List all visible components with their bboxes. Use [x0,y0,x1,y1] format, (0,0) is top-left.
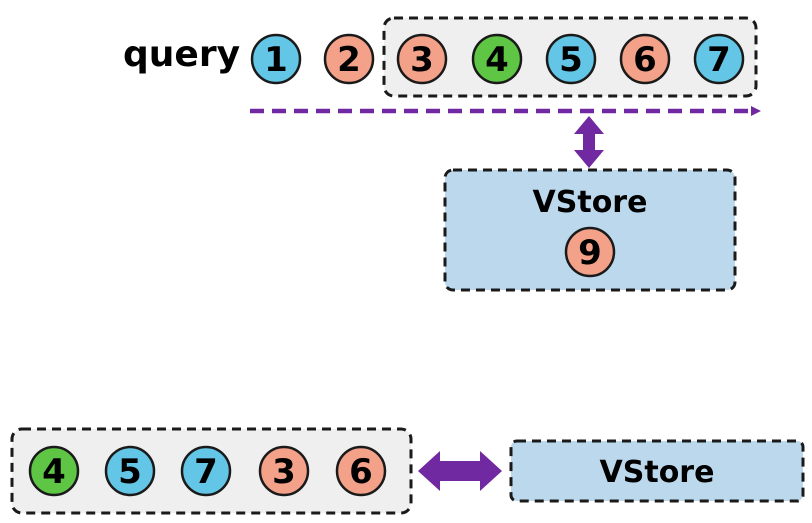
window-item: 6 [335,445,387,497]
query-item-circle [250,33,302,85]
horizontal-double-arrow-icon [418,451,502,491]
query-item-label: 7 [707,40,731,80]
window-item-label: 6 [349,452,373,492]
query-item-label: 3 [410,40,434,80]
query-item: 7 [693,33,745,85]
query-item-circle [619,33,671,85]
window-item-label: 7 [194,452,218,492]
window-item-circle [104,445,156,497]
window-item-circle [28,445,80,497]
query-item-circle [545,33,597,85]
stored-item: 9 [564,226,616,278]
query-item-circle [693,33,745,85]
window-item: 3 [258,445,310,497]
query-item-label: 5 [559,40,583,80]
vstore-box-bottom [509,439,805,503]
window-item-circle [335,445,387,497]
window-item: 5 [104,445,156,497]
query-item: 2 [323,33,375,85]
query-item: 6 [619,33,671,85]
query-item: 3 [396,33,448,85]
query-item-circle [471,33,523,85]
vstore-title-top: VStore [533,185,648,220]
query-item-label: 4 [485,40,509,80]
query-item: 4 [471,33,523,85]
stored-item-circle [564,226,616,278]
window-item-label: 4 [42,452,66,492]
query-item: 1 [250,33,302,85]
query-item-label: 1 [264,40,288,80]
query-item: 5 [545,33,597,85]
vertical-double-arrow-icon [574,116,604,168]
window-item-circle [258,445,310,497]
window-item-label: 5 [118,452,142,492]
query-item-label: 6 [633,40,657,80]
window-item-circle [180,445,232,497]
window-item: 7 [180,445,232,497]
query-item-circle [323,33,375,85]
vstore-title-bottom: VStore [600,455,715,490]
window-item-label: 3 [272,452,296,492]
query-label: query [123,34,240,75]
query-item-circle [396,33,448,85]
stored-item-label: 9 [578,233,602,273]
window-item: 4 [28,445,80,497]
query-item-label: 2 [337,40,361,80]
